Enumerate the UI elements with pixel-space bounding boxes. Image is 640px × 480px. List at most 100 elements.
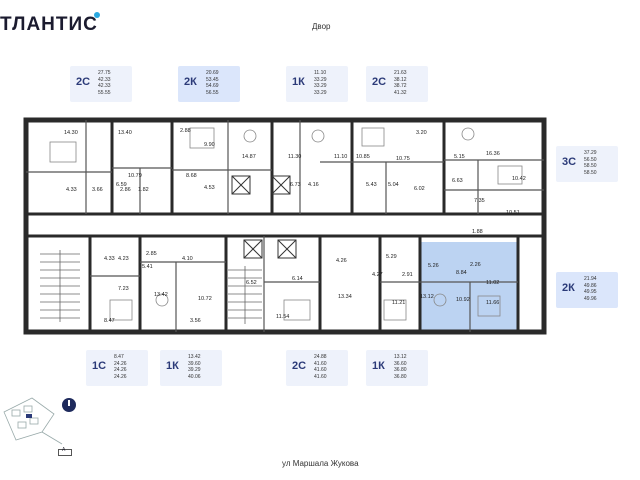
street-top-label: Двор	[312, 22, 331, 31]
logo-dot	[94, 12, 100, 18]
room-area: 4.26	[336, 258, 347, 264]
room-area: 6.14	[292, 276, 303, 282]
staircase-2	[228, 266, 262, 324]
room-area: 3.56	[190, 318, 201, 324]
apartment-type: 2С	[292, 360, 307, 372]
room-area: 6.63	[452, 178, 463, 184]
bottom-room-walls	[90, 236, 518, 332]
room-area: 10.51	[506, 210, 520, 216]
room-area: 9.90	[204, 142, 215, 148]
room-area: 4.27	[372, 272, 383, 278]
apartment-type: 2С	[76, 76, 91, 88]
room-area: 6.02	[414, 186, 425, 192]
room-area: 6.52	[246, 280, 257, 286]
apartment-type: 1К	[166, 360, 179, 372]
apartment-type: 1К	[292, 76, 305, 88]
top-room-walls	[26, 120, 544, 214]
room-area: 10.92	[456, 297, 470, 303]
room-area: 8.84	[456, 270, 467, 276]
room-area: 13.40	[118, 130, 132, 136]
highlighted-apartment[interactable]	[420, 242, 518, 332]
street-bottom-label: ул Маршала Жукова	[282, 459, 359, 468]
room-area: 11.54	[276, 314, 289, 320]
elevator-shafts	[231, 175, 297, 259]
room-area: 4.16	[308, 182, 319, 188]
room-area: 6.59	[116, 182, 127, 188]
room-area: 4.33	[104, 256, 115, 262]
furniture	[49, 127, 523, 321]
room-area: 2.91	[402, 272, 413, 278]
room-area: 13.42	[154, 292, 168, 298]
apartment-type: 2К	[562, 282, 575, 294]
room-area: 5.43	[366, 182, 377, 188]
room-area: 2.86	[120, 187, 131, 193]
room-area: 13.12	[420, 294, 434, 300]
room-area: 3.66	[92, 187, 103, 193]
outer-wall	[23, 117, 547, 335]
compass-icon	[62, 398, 76, 412]
room-area: 11.30	[288, 154, 301, 160]
room-area: 16.36	[486, 151, 500, 157]
site-minimap	[3, 397, 63, 445]
apartment-type: 2С	[372, 76, 387, 88]
room-area: 7.35	[474, 198, 485, 204]
room-area: 6.73	[290, 182, 301, 188]
scale-bar: А	[58, 447, 72, 456]
room-area: 1.82	[138, 187, 149, 193]
apartment-type: 1С	[92, 360, 107, 372]
room-area: 7.23	[118, 286, 129, 292]
room-area: 5.04	[388, 182, 399, 188]
room-area: 5.41	[142, 264, 153, 270]
room-area: 11.66	[486, 300, 499, 306]
room-area: 10.42	[512, 176, 526, 182]
room-area: 4.23	[118, 256, 129, 262]
room-area: 13.34	[338, 294, 352, 300]
room-area: 5.29	[386, 254, 397, 260]
logo-text: ТЛАНТИС	[0, 14, 98, 35]
apartment-type: 1К	[372, 360, 385, 372]
room-area: 2.88	[180, 128, 191, 134]
room-area: 2.26	[470, 262, 481, 268]
room-area: 4.53	[204, 185, 215, 191]
top-unit-walls	[110, 120, 446, 214]
bottom-unit-walls	[88, 236, 520, 332]
room-area: 5.26	[428, 263, 439, 269]
apartment-type: 3С	[562, 156, 577, 168]
room-area: 4.33	[66, 187, 77, 193]
room-area: 11.21	[392, 300, 405, 306]
room-area: 2.85	[146, 251, 157, 257]
room-area: 8.68	[186, 173, 197, 179]
room-area: 8.47	[104, 318, 115, 324]
apartment-type: 2К	[184, 76, 197, 88]
room-area: 4.10	[182, 256, 193, 262]
room-area: 10.72	[198, 296, 212, 302]
room-area: 3.20	[416, 130, 427, 136]
room-area: 10.79	[128, 173, 142, 179]
room-area: 11.02	[486, 280, 499, 286]
room-area: 14.30	[64, 130, 78, 136]
room-area: 11.10	[334, 154, 347, 160]
room-area: 14.87	[242, 154, 256, 160]
